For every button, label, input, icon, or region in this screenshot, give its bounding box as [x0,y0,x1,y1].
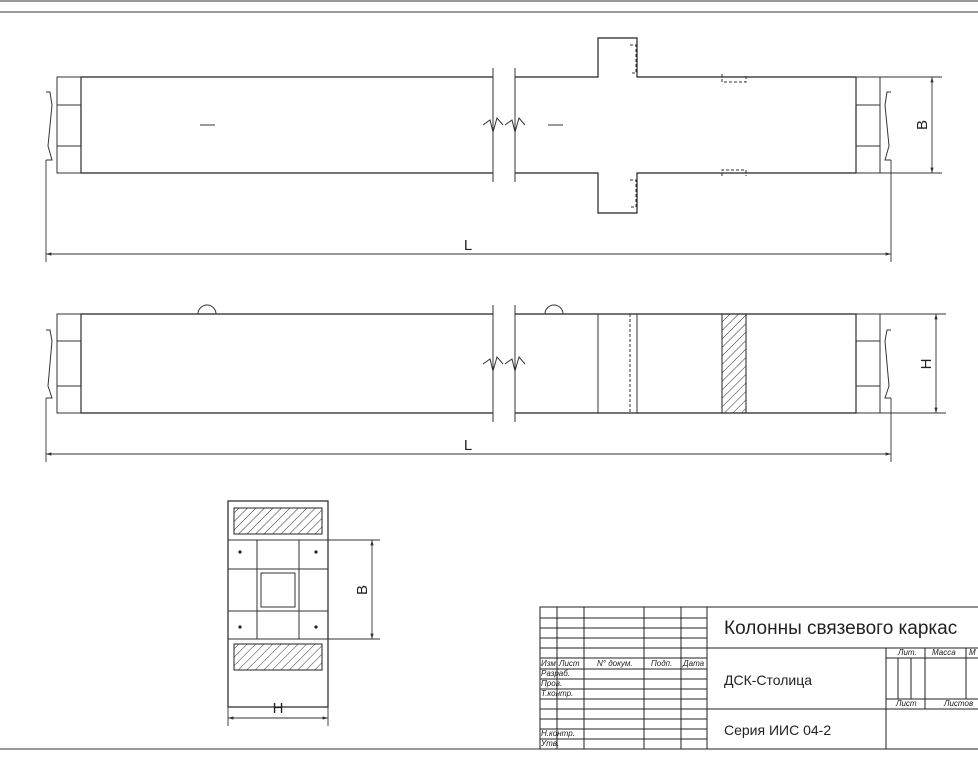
tb-role-razrab: Разраб. [541,669,570,678]
dimension-B-top: B [914,120,931,130]
title-block: Изм Лист N° докум. Подп. Дата Разраб. Пр… [539,606,978,750]
tb-sheet-label: Лист [895,699,917,708]
right-end-detail [855,76,891,174]
dimension-H-section: H [273,700,284,717]
dimension-H-side: H [918,359,935,370]
tb-role-utv: Утв. [540,739,559,748]
tb-col-doc-no: N° докум. [597,659,633,668]
tb-main-title: Колонны связевого каркас [724,618,957,639]
tb-masshtab-label: М [969,648,976,657]
hatched-plate [721,313,747,414]
tb-sheets-label: Листов [943,699,973,708]
tb-organization: ДСК-Столица [724,672,812,688]
left-end-detail [46,76,82,174]
tb-lit-label: Лит. [897,648,917,657]
dimension-L-side: L [464,437,472,454]
tb-role-tkontr: Т.контр. [541,689,573,698]
dimension-L-top: L [464,237,472,254]
right-end-detail [855,313,891,414]
column-side-view: L H [45,304,946,462]
column-cross-section: B H [227,500,380,726]
break-line [482,305,526,422]
tb-col-sign: Подп. [651,659,672,668]
tb-col-date: Дата [682,659,705,668]
dimension-B-section: B [354,585,371,595]
break-line [482,68,526,182]
column-top-view: L B [45,37,942,262]
tb-col-izm: Изм [541,659,556,668]
tb-role-prov: Пров. [541,679,562,688]
tb-series: Серия ИИС 04-2 [724,722,831,738]
left-end-detail [46,313,82,414]
tb-role-nkontr: Н.контр. [541,729,575,738]
tb-massa-label: Масса [932,648,956,657]
tb-col-list: Лист [558,659,580,668]
